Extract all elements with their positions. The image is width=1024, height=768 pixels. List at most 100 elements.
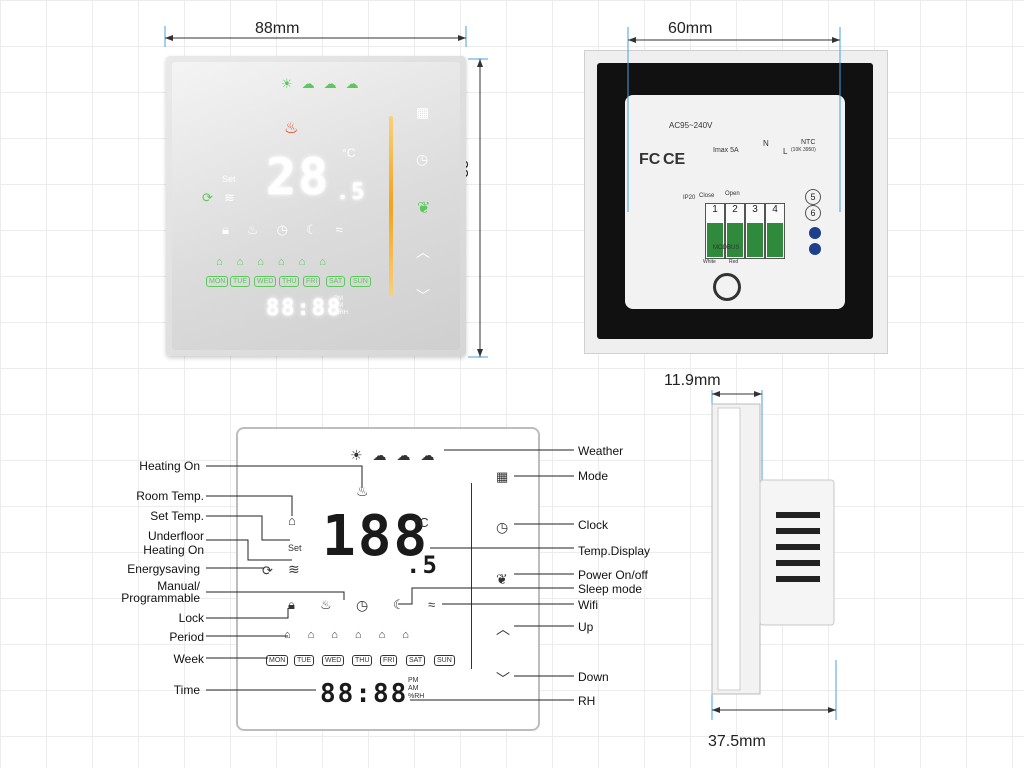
day-wed: WED [322,655,345,666]
wifi-icon: ≈ [428,597,436,612]
back-voltage: AC95~240V [669,121,713,130]
label-rh: RH [578,694,596,708]
period-icons: ⌂⌂⌂⌂⌂⌂ [284,629,426,641]
diagram-temp-dec: .5 [406,551,439,579]
top-day-wed: WED [254,276,277,287]
label-underfloor: Underfloor [147,529,204,543]
weather-icons: ☀☁☁☁ [350,447,445,463]
thermostat-front-photo: ☀☁☁☁ ♨ ▦ 28 .5 °C Set ◷ ⟳ ≋ ❦ 🔒︎♨◷☾≈ ︿ ⌂… [166,56,466,356]
label-programmable: Programmable [121,591,200,605]
top-rh: %RH [334,310,349,316]
label-week: Week [173,652,204,666]
top-am: AM [334,303,343,309]
label-energysaving: Energysaving [127,562,200,576]
diagram-am: AM [408,685,419,692]
back-dimension-lines [627,27,841,212]
label-lock: Lock [178,611,204,625]
mode-icon: ▦ [416,104,430,120]
back-ntc: NTC [801,139,816,146]
diagram-thermostat-face: ☀☁☁☁ ▦ ♨ ⌂ 188 .5 °C ◷ Set ⟳ ≋ ❦ 🔒︎ ♨ ◷ … [236,427,540,731]
label-room-temp: Room Temp. [136,489,204,503]
side-depth-front-label: 11.9mm [664,372,721,389]
label-up: Up [578,620,594,634]
down-icon: ﹀ [416,288,430,304]
up-icon: ︿ [416,244,430,260]
label-heating-on: Heating On [139,459,200,473]
label-power: Power On/off [578,568,648,582]
back-module: AC95~240V FC CE Imax 5A N L NTC (10K 395… [625,95,845,309]
energy-icon: ⟳ [262,563,273,578]
diagram-day-row: MON TUE WED THU FRI SAT SUN [266,655,466,669]
label-manual: Manual/ [157,579,200,593]
front-width-label: 88mm [255,20,300,37]
top-day-thu: THU [279,276,300,287]
label-mode: Mode [578,469,609,483]
mode-icon-diagram: ▦ [496,469,509,484]
flame-icon: ♨ [284,120,299,137]
diagram-time-text: 88:88 [320,679,409,709]
flame-icon-diagram: ♨ [356,483,369,499]
clock-icon: ◷ [416,151,429,167]
diagram-pm: PM [408,677,419,684]
underfloor-icon-diagram: ≋ [288,561,300,577]
top-dimension-lines [164,26,488,358]
green-terminal-1 [707,223,723,257]
day-mon: MON [266,655,289,666]
top-day-tue: TUE [230,276,250,287]
back-ce: CE [663,151,686,168]
label-sleep-mode: Sleep mode [578,582,643,596]
top-day-fri: FRI [303,276,321,287]
blue-screw-2 [809,243,821,255]
back-close: Close [699,193,715,199]
top-day-sat: SAT [326,276,346,287]
top-set-text: Set [222,174,236,184]
label-clock: Clock [578,518,609,532]
orange-slider-bar [389,116,393,296]
period-icons-green: ⌂⌂⌂⌂⌂⌂ [216,256,340,268]
day-fri: FRI [380,655,398,666]
room-temp-icon: ⌂ [288,513,296,528]
leaf-icon: ❦ [496,571,508,587]
green-terminal-2 [727,223,743,257]
function-icons-row: 🔒︎♨◷☾≈ [222,222,361,237]
diagram-temp-unit: °C [414,515,429,530]
back-l: L [783,147,788,156]
side-view-drawing [711,390,837,720]
back-imax: Imax 5A [713,147,739,154]
label-temp-display: Temp.Display [578,544,651,558]
top-temp-unit: °C [342,146,356,160]
programmable-clock-icon: ◷ [356,597,369,613]
label-weather: Weather [578,444,624,458]
energy-icon-green: ⟳ [202,190,213,205]
down-icon-diagram: ﹀ [496,671,510,687]
terminal-6: 6 [805,205,821,221]
slider-line-diagram [471,483,472,669]
label-time: Time [173,683,200,697]
terminal-5: 5 [805,189,821,205]
day-thu: THU [352,655,373,666]
speaker-hole [713,273,741,301]
top-temp-dec: .5 [336,180,367,205]
label-down: Down [578,670,609,684]
side-depth-total-label: 37.5mm [708,733,766,750]
back-red: Red [729,259,739,265]
back-open: Open [725,191,740,197]
back-fc: FC [639,151,661,168]
manual-icon: ♨ [320,597,332,612]
back-n: N [763,139,769,148]
top-day-sun: SUN [350,276,371,287]
top-temp-main: 28 [266,148,331,206]
lock-icon: 🔒︎ [288,597,295,612]
back-width-label: 60mm [668,20,713,37]
up-icon-diagram: ︿ [496,621,510,637]
label-set-temp: Set Temp. [150,509,204,523]
leaf-icon-green: ❦ [417,200,431,217]
day-sat: SAT [406,655,426,666]
green-terminals [707,223,783,257]
thermostat-back-photo: AC95~240V FC CE Imax 5A N L NTC (10K 395… [584,50,888,354]
label-period: Period [169,630,204,644]
back-ip20: IP20 [683,195,696,201]
top-day-row: MON TUE WED THU FRI SAT SUN [206,276,376,290]
back-ntc-sub: (10K 3950) [791,147,816,153]
